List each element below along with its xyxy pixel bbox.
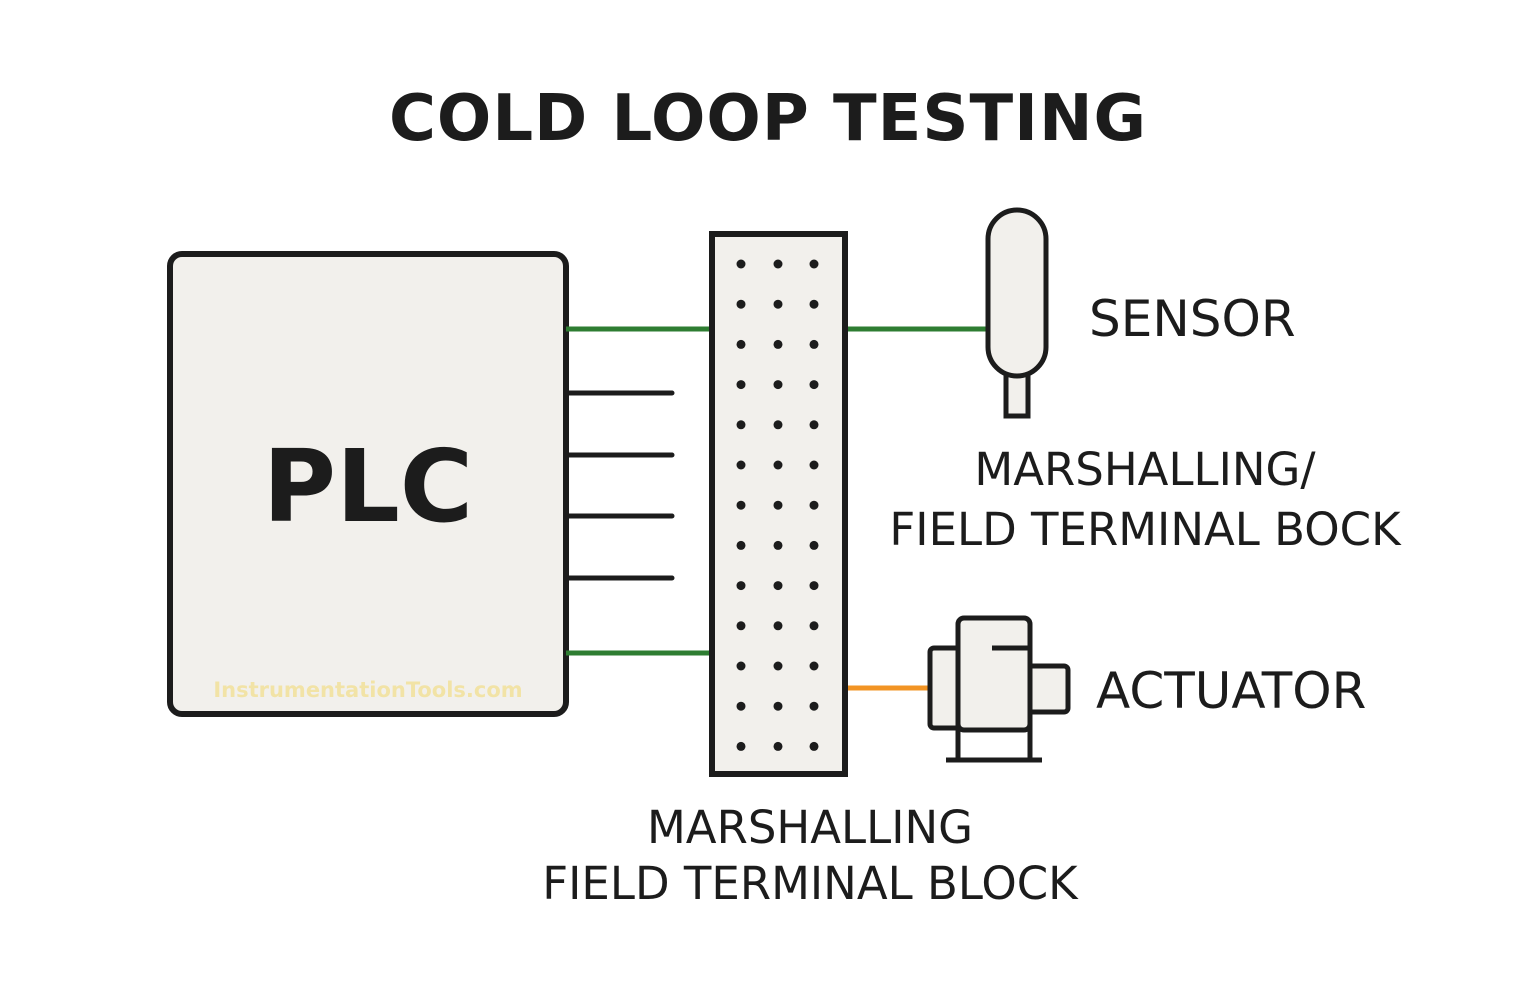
sensor-icon	[985, 207, 1049, 419]
terminal-screw-dot	[773, 299, 783, 309]
terminal-screw-dot	[736, 621, 746, 631]
terminal-screw-dot	[809, 380, 819, 390]
terminal-screw-dot	[809, 581, 819, 591]
terminal-screw-dot	[809, 661, 819, 671]
watermark-text: InstrumentationTools.com	[213, 678, 523, 702]
terminal-screw-dot	[773, 339, 783, 349]
terminal-screw-dot	[736, 741, 746, 751]
actuator-icon	[927, 615, 1071, 763]
terminal-screw-dot	[809, 540, 819, 550]
terminal-dots	[736, 259, 819, 751]
terminal-screw-dot	[773, 741, 783, 751]
terminal-screw-dot	[809, 420, 819, 430]
terminal-screw-dot	[773, 420, 783, 430]
terminal-screw-dot	[773, 460, 783, 470]
actuator-label: ACTUATOR	[1096, 662, 1367, 720]
sensor-label: SENSOR	[1089, 290, 1296, 348]
terminal-screw-dot	[736, 581, 746, 591]
terminal-screw-dot	[773, 259, 783, 269]
terminal-screw-dot	[809, 339, 819, 349]
terminal-screw-dot	[773, 540, 783, 550]
diagram-title: COLD LOOP TESTING	[388, 82, 1148, 156]
terminal-screw-dot	[773, 701, 783, 711]
terminal-screw-dot	[773, 661, 783, 671]
terminal-screw-dot	[736, 540, 746, 550]
terminal-screw-dot	[736, 460, 746, 470]
terminal-screw-dot	[809, 701, 819, 711]
terminal-screw-dot	[809, 621, 819, 631]
plc-block	[167, 251, 569, 717]
sensor-stem	[1003, 369, 1031, 419]
terminal-screw-dot	[736, 380, 746, 390]
plc-label: PLC	[262, 428, 474, 545]
terminal-screw-dot	[736, 500, 746, 510]
terminal-screw-dot	[809, 741, 819, 751]
terminal-screw-dot	[773, 380, 783, 390]
terminal-screw-dot	[773, 621, 783, 631]
sensor-body	[985, 207, 1049, 379]
terminal-screw-dot	[809, 460, 819, 470]
terminal-screw-dot	[736, 259, 746, 269]
upper-terminal-label-line2: FIELD TERMINAL BOCK	[889, 503, 1401, 556]
lower-terminal-label-line1: MARSHALLING	[646, 801, 973, 854]
lower-terminal-label: MARSHALLING FIELD TERMINAL BLOCK	[530, 800, 1090, 912]
upper-terminal-label-line1: MARSHALLING/	[974, 443, 1316, 496]
terminal-screw-dot	[809, 299, 819, 309]
terminal-screw-dot	[736, 701, 746, 711]
actuator-body	[955, 615, 1033, 733]
lower-terminal-label-line2: FIELD TERMINAL BLOCK	[542, 857, 1078, 910]
terminal-screw-dot	[773, 581, 783, 591]
terminal-screw-dot	[809, 500, 819, 510]
actuator-right-cap	[1025, 663, 1071, 715]
terminal-screw-dot	[736, 339, 746, 349]
terminal-screw-dot	[736, 420, 746, 430]
terminal-screw-dot	[736, 661, 746, 671]
plc-io-stubs	[563, 390, 675, 581]
terminal-screw-dot	[773, 500, 783, 510]
upper-terminal-label: MARSHALLING/ FIELD TERMINAL BOCK	[870, 440, 1420, 560]
terminal-screw-dot	[809, 259, 819, 269]
terminal-screw-dot	[736, 299, 746, 309]
